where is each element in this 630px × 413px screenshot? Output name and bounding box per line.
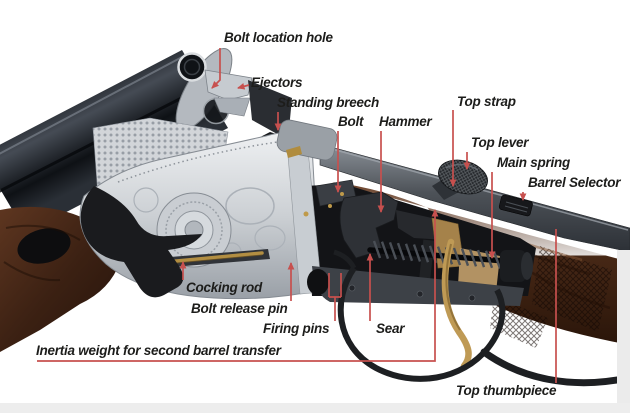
label-standing-breech: Standing breech bbox=[277, 95, 380, 110]
trigger-guard bbox=[333, 249, 630, 387]
action-cutaway bbox=[276, 119, 536, 306]
trigger bbox=[441, 238, 472, 370]
label-main-spring: Main spring bbox=[497, 155, 571, 170]
label-cocking-rod: Cocking rod bbox=[186, 280, 263, 295]
label-top-strap: Top strap bbox=[457, 94, 516, 109]
label-barrel-selector: Barrel Selector bbox=[528, 175, 621, 190]
label-firing-pins: Firing pins bbox=[263, 321, 330, 336]
label-inertia-weight: Inertia weight for second barrel transfe… bbox=[36, 343, 281, 358]
leader-lines bbox=[37, 48, 557, 383]
label-bolt-release-pin: Bolt release pin bbox=[191, 301, 288, 316]
label-sear: Sear bbox=[376, 321, 405, 336]
label-top-lever: Top lever bbox=[471, 135, 529, 150]
photo-edge-right bbox=[617, 250, 630, 404]
label-ejectors: Ejectors bbox=[251, 75, 303, 90]
cocking-lever bbox=[80, 186, 202, 298]
label-bolt-location-hole: Bolt location hole bbox=[224, 30, 333, 45]
label-top-thumbpiece: Top thumbpiece bbox=[456, 383, 557, 398]
label-hammer: Hammer bbox=[379, 114, 432, 129]
label-bolt: Bolt bbox=[338, 114, 364, 129]
photo-edge-bottom bbox=[0, 403, 630, 413]
